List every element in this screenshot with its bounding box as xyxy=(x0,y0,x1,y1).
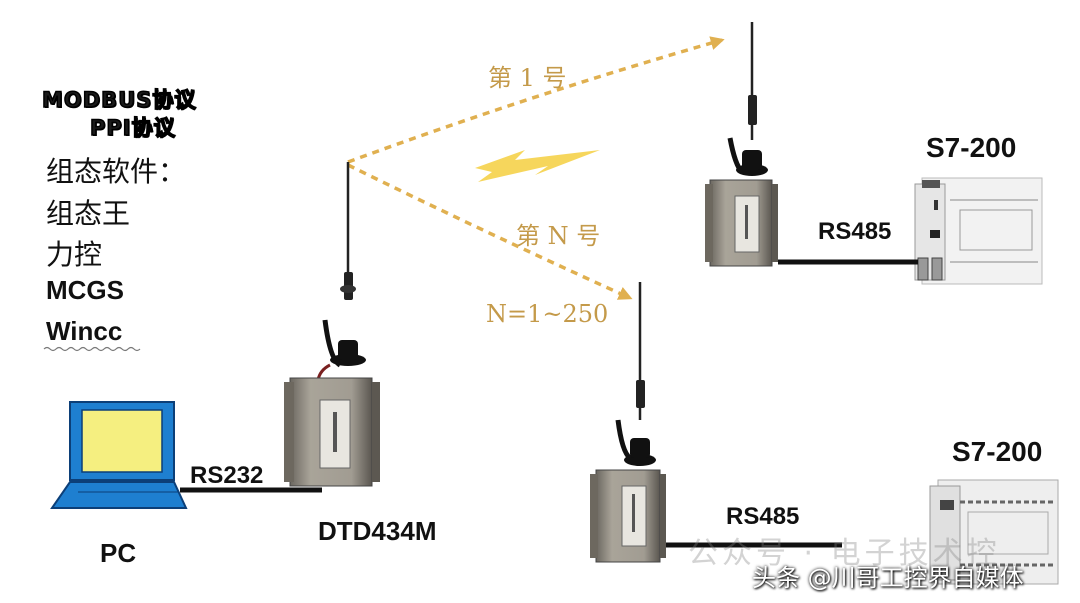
radio-central xyxy=(284,162,380,487)
pc-laptop-icon xyxy=(50,401,188,509)
plc-bottom-icon xyxy=(929,479,1059,585)
plc-bottom-label: S7-200 xyxy=(952,436,1043,467)
radio-bottom xyxy=(590,282,666,563)
software-item: 力控 xyxy=(46,238,103,271)
protocol-ppi: PPI协议 xyxy=(89,115,176,141)
link-to-first-station xyxy=(347,36,725,164)
rs485-top-label: RS485 xyxy=(818,218,892,245)
watermark: 公众号 · 电子技术控 xyxy=(688,536,1001,571)
link-label-first: 第 1 号 xyxy=(488,64,567,92)
link-label-range: N=1~250 xyxy=(486,300,609,328)
plc-top-icon xyxy=(914,177,1043,285)
rs232-label: RS232 xyxy=(190,462,264,489)
software-item: Wincc xyxy=(46,316,123,346)
source-credit: 头条 @川哥工控界自媒体 xyxy=(752,564,1024,592)
lightning-icon xyxy=(475,150,600,182)
radio-label: DTD434M xyxy=(318,516,437,546)
protocol-modbus: MODBUS协议 xyxy=(41,87,197,113)
software-item: 组态王 xyxy=(46,197,131,230)
spell-underline xyxy=(43,346,141,352)
radio-top xyxy=(705,22,778,267)
link-label-nth: 第 N 号 xyxy=(516,222,601,250)
pc-label: PC xyxy=(100,538,137,568)
software-item: MCGS xyxy=(46,275,124,305)
software-heading: 组态软件： xyxy=(46,155,187,188)
rs485-bottom-label: RS485 xyxy=(726,503,800,530)
plc-top-label: S7-200 xyxy=(926,132,1017,163)
